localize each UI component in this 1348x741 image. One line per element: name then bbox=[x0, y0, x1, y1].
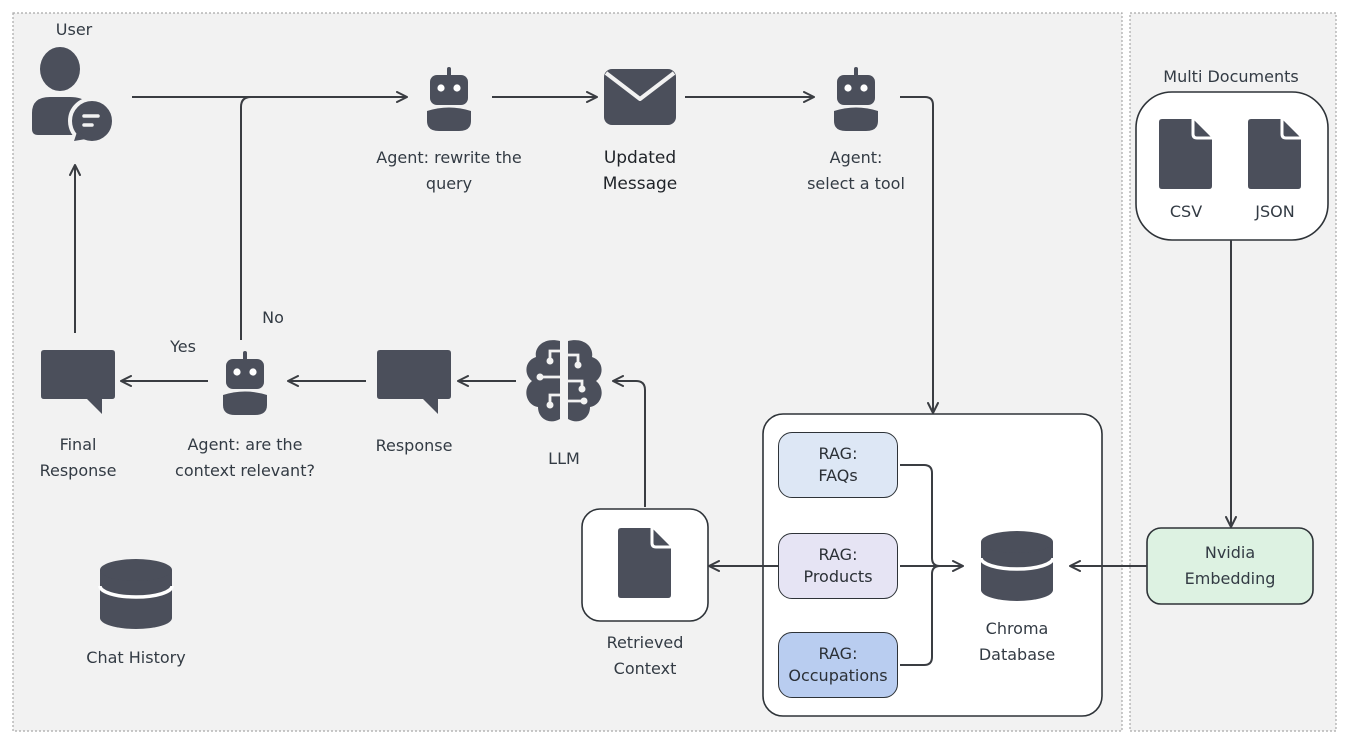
rag-occupations-label: Occupations bbox=[788, 666, 888, 685]
rewrite-agent-label: Agent: rewrite the query bbox=[376, 148, 522, 193]
csv-label: CSV bbox=[1169, 202, 1203, 221]
edge-context-to-llm bbox=[612, 375, 646, 507]
retrieved-context-label: Retrieved Context bbox=[606, 633, 684, 678]
edge-select-to-tools bbox=[900, 96, 939, 414]
robot-icon bbox=[832, 67, 880, 133]
robot-icon bbox=[425, 67, 473, 133]
rag-occupations-box: RAG: Occupations bbox=[778, 632, 898, 698]
multi-documents-label: Multi Documents bbox=[1163, 67, 1299, 86]
chroma-database-label: Chroma Database bbox=[978, 619, 1056, 664]
final-response-label: Final Response bbox=[39, 435, 117, 480]
response-label: Response bbox=[375, 436, 453, 455]
select-tool-agent-label: Agent: select a tool bbox=[807, 148, 905, 193]
robot-icon bbox=[221, 351, 269, 417]
user-chat-icon bbox=[32, 47, 116, 145]
relevance-agent-label: Agent: are the context relevant? bbox=[175, 435, 315, 480]
envelope-icon bbox=[604, 69, 676, 125]
nvidia-embedding-label: Nvidia Embedding bbox=[1184, 543, 1276, 588]
edge-occupations-to-db bbox=[900, 565, 941, 666]
rag-products-label: Products bbox=[803, 567, 873, 586]
edge-no-loop bbox=[240, 96, 252, 340]
rag-faqs-prefix: RAG: bbox=[818, 444, 858, 463]
llm-label: LLM bbox=[548, 449, 580, 468]
rag-faqs-box: RAG: FAQs bbox=[778, 432, 898, 498]
user-label: User bbox=[55, 20, 93, 39]
brain-circuit-icon bbox=[526, 340, 602, 422]
database-icon bbox=[979, 529, 1055, 603]
connectors bbox=[69, 91, 1237, 666]
rag-faqs-label: FAQs bbox=[818, 466, 858, 485]
rag-occupations-prefix: RAG: bbox=[818, 644, 858, 663]
edge-label-no: No bbox=[262, 308, 284, 327]
chat-history-label: Chat History bbox=[86, 648, 186, 667]
json-label: JSON bbox=[1255, 202, 1295, 221]
edge-label-yes: Yes bbox=[170, 337, 196, 356]
rag-products-box: RAG: Products bbox=[778, 533, 898, 599]
updated-message-label: Updated Message bbox=[602, 148, 678, 194]
rag-products-prefix: RAG: bbox=[818, 545, 858, 564]
database-icon bbox=[98, 557, 174, 631]
